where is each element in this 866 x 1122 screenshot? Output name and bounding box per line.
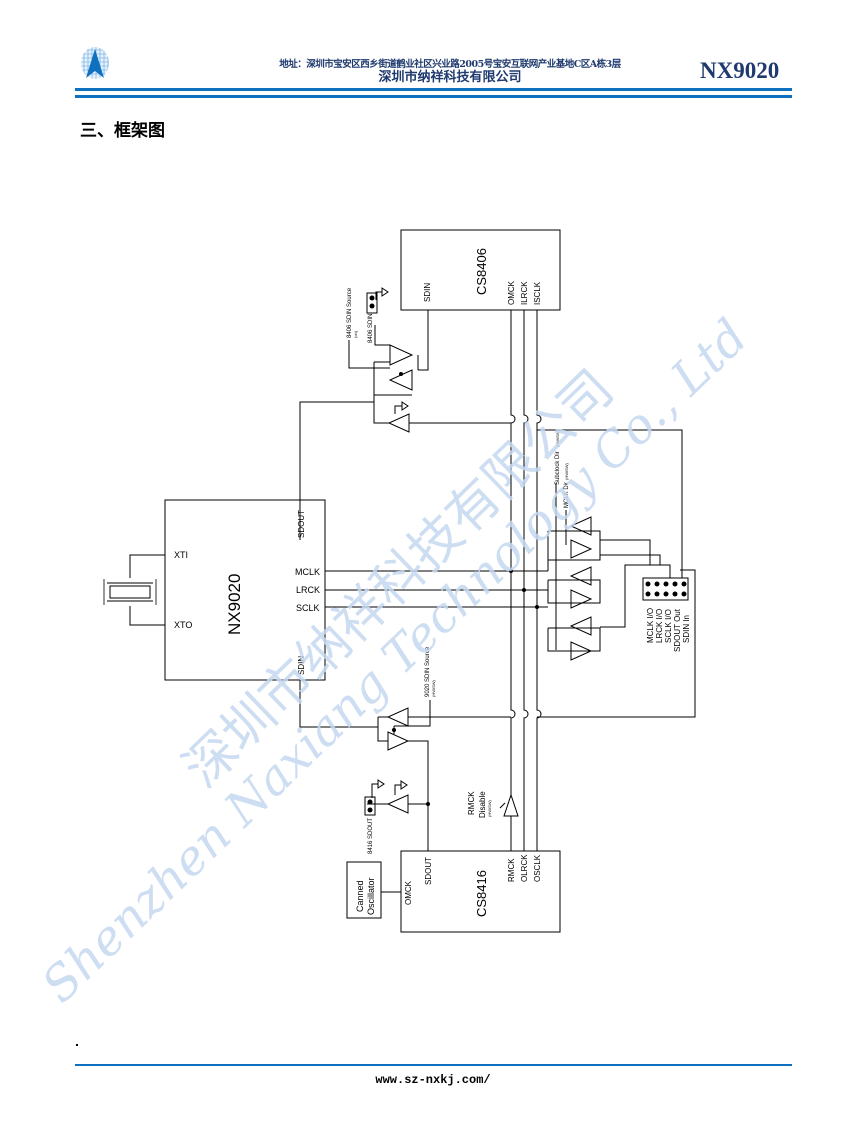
header-divider-bottom: [75, 95, 792, 98]
header-pin-sdin: SDIN In: [682, 615, 691, 643]
header-pin-mclk: MCLK I/O: [646, 608, 655, 643]
label-8406-sdin-jumper: 8406 SDIN: [368, 314, 374, 343]
cs8406-label: CS8406: [474, 248, 489, 295]
watermark: 深圳市纳祥科技有限公司 Shenzhen Naxiang Technology …: [31, 309, 758, 1014]
label-8406-sdin-source-note: (on): [353, 330, 358, 338]
nx9020-pin-sdin: SDIN: [297, 656, 306, 675]
company-logo: [80, 46, 110, 80]
nx9020-pin-xto: XTO: [174, 620, 192, 630]
company-name: 深圳市纳祥科技有限公司: [378, 70, 522, 85]
cs8416-pin-osclk: OSCLK: [533, 854, 542, 882]
oscillator-label-2: Oscillator: [366, 877, 376, 915]
nx9020-pin-sdout: SDOUT: [297, 510, 306, 538]
header-pins: [645, 581, 687, 597]
cs8406-pin-omck: OMCK: [507, 280, 516, 305]
label-rmck-disable-note: (HW/SW): [487, 799, 492, 817]
header-pin-sclk: SCLK I/O: [664, 609, 673, 643]
product-model: NX9020: [700, 58, 780, 83]
label-mclk-dir: MCLK Dir: [564, 482, 570, 508]
footer-divider: [75, 1064, 792, 1066]
label-disable: Disable: [478, 791, 487, 818]
cs8406-pin-sdin: SDIN: [423, 283, 432, 302]
header-pin-sdout: SDOUT Out: [673, 608, 682, 652]
pin-header: [642, 577, 689, 601]
nx9020-pin-xti: XTI: [174, 550, 188, 560]
label-9020-sdin-source: 9020 SDIN Source: [425, 646, 431, 697]
cs8406-pin-ilrck: ILRCK: [520, 281, 529, 305]
direction-buffers: [537, 429, 683, 661]
canned-oscillator: [346, 861, 382, 919]
label-8406-sdin-source: 8406 SDIN Source: [347, 287, 353, 338]
label-mclk-dir-note: (HW/SW): [564, 462, 569, 480]
header-divider-top: [75, 88, 792, 91]
section-title: 三、框架图: [80, 121, 165, 141]
label-8416-sdout-jumper: 8416 SDOUT: [368, 818, 374, 854]
footer-url[interactable]: www.sz-nxkj.com/: [375, 1073, 491, 1087]
label-rmck: RMCK: [467, 791, 476, 815]
nx9020-pin-lrck: LRCK: [296, 585, 320, 595]
header-pin-lrck: LRCK I/O: [655, 609, 664, 643]
cs8416-label: CS8416: [474, 870, 489, 917]
nx9020-label: NX9020: [225, 574, 244, 635]
footnote-dot: [76, 1044, 78, 1046]
nx9020-pin-mclk: MCLK: [295, 567, 320, 577]
cs8416-pin-olrck: OLRCK: [520, 854, 529, 882]
watermark-en: Shenzhen Naxiang Technology Co., Ltd: [31, 309, 758, 1014]
nx9020-pin-sclk: SCLK: [296, 603, 320, 613]
cs8416-pin-rmck: RMCK: [507, 858, 516, 882]
crystal-icon: [103, 554, 165, 626]
label-subclock-dir: Subclock Dir: [555, 451, 561, 485]
oscillator-label-1: Canned: [355, 880, 365, 912]
label-subclock-dir-note: (HW/SW): [555, 429, 560, 447]
cs8406-pin-isclk: ISCLK: [533, 281, 542, 305]
cs8416-pin-sdout: SDOUT: [424, 857, 433, 885]
cs8416-pin-omck: OMCK: [404, 880, 413, 905]
label-9020-sdin-source-note: (HW/SW): [431, 679, 436, 697]
cs8406-chip: [400, 229, 561, 311]
company-address: 地址：深圳市宝安区西乡街道鹤业社区兴业路2005号宝安互联网产业基地C区A栋3层: [279, 59, 621, 70]
